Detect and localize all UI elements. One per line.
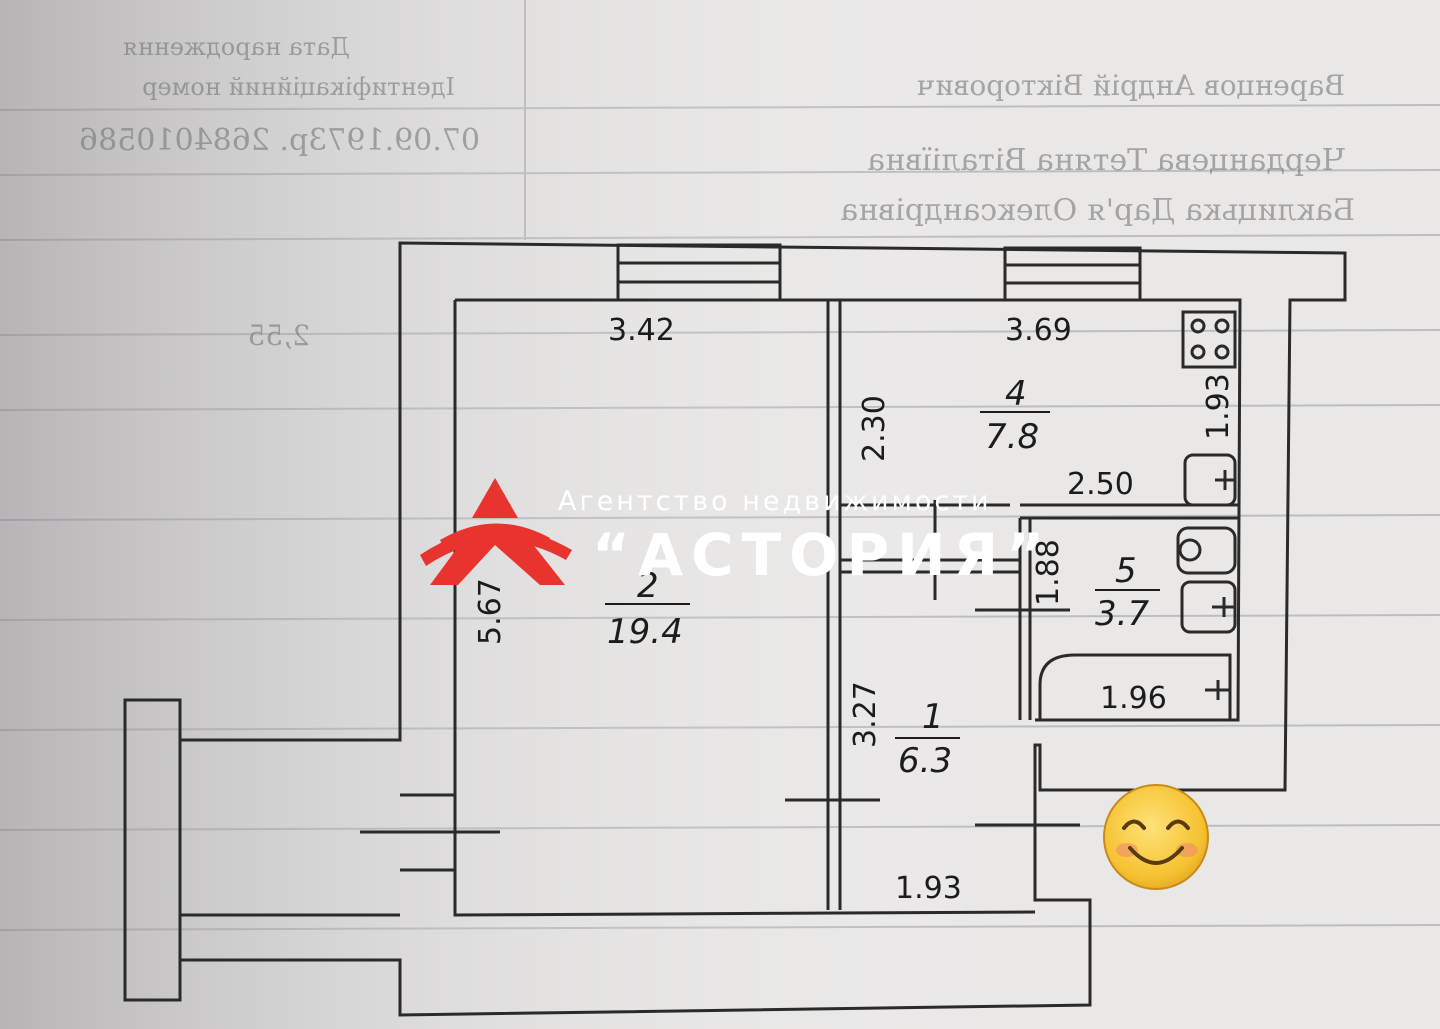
- room2-area: 19.4: [607, 612, 683, 652]
- room-fraction-lines: [605, 411, 1160, 739]
- dim-wall-230: 2.30: [857, 395, 892, 462]
- toilet-icon: [1176, 526, 1237, 575]
- room4-number: 4: [1005, 374, 1027, 414]
- dim-hall-327: 3.27: [848, 681, 883, 748]
- dim-bath-196: 1.96: [1100, 681, 1167, 716]
- watermark-agency: Агентство недвижимости: [558, 486, 992, 517]
- stove-icon: [1181, 310, 1237, 369]
- dim-bath-188: 1.88: [1031, 539, 1066, 606]
- fixtures: [1038, 310, 1237, 722]
- dim-hall-193: 1.93: [895, 871, 962, 906]
- room2-number: 2: [637, 566, 659, 606]
- room1-number: 1: [922, 697, 944, 737]
- watermark-name: “АСТОРИЯ”: [592, 521, 1052, 589]
- dim-room2-length: 5.67: [473, 578, 508, 645]
- doc-row4: Варенцов Андрій Вікторович: [916, 69, 1345, 102]
- bleed-through-text: Дата народження Ідентифікаційний номер 0…: [79, 33, 1355, 352]
- dim-corridor: 2.50: [1067, 467, 1134, 502]
- room-labels: 2 19.4 4 7.8 5 3.7 1 6.3: [607, 374, 1149, 781]
- smiling-face-emoji: [1103, 784, 1209, 890]
- doc-row2: Ідентифікаційний номер: [142, 73, 455, 101]
- dim-room2-width: 3.42: [608, 313, 675, 348]
- doc-row3: 07.09.1973р. 2684010586: [79, 123, 480, 158]
- doc-row5: Черданцева Тетяна Віталіївна: [867, 143, 1345, 178]
- room5-area: 3.7: [1095, 594, 1149, 634]
- bathtub-icon: [1038, 653, 1232, 722]
- room1-area: 6.3: [898, 741, 952, 781]
- agency-logo-icon: [420, 478, 572, 585]
- dim-room4-width: 3.69: [1005, 313, 1072, 348]
- room4-area: 7.8: [985, 417, 1039, 457]
- dim-kitchen-193: 1.93: [1201, 373, 1236, 440]
- doc-row6: Баклицька Дар'я Олександрівна: [840, 193, 1355, 228]
- dimension-labels: 3.42 3.69 2.50 1.96 1.93 2.30 1.93 5.67 …: [473, 313, 1236, 906]
- room5-number: 5: [1115, 551, 1137, 591]
- doc-row7: 2,55: [248, 319, 310, 352]
- doc-row1: Дата народження: [123, 33, 350, 61]
